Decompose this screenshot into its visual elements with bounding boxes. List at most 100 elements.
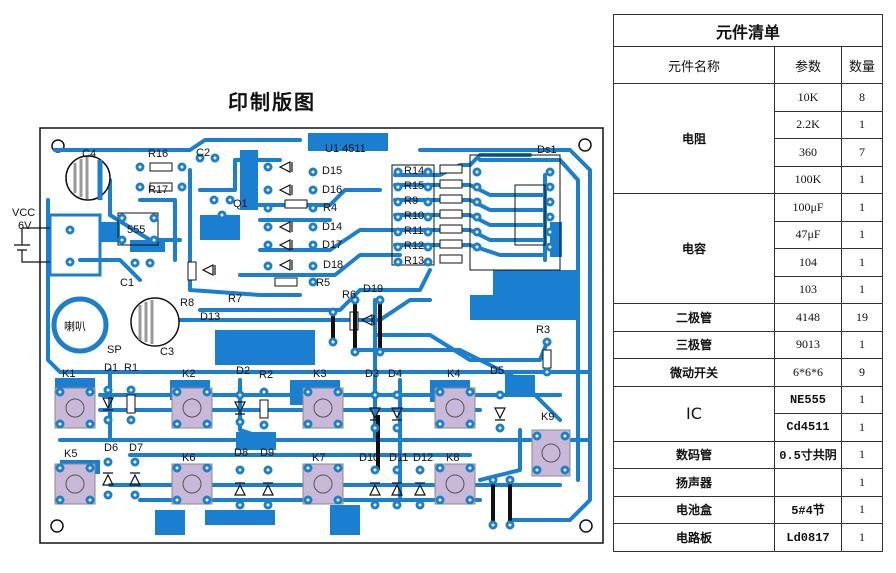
- component-label: C4: [82, 148, 96, 160]
- component-label: R11: [404, 225, 423, 237]
- speaker: [51, 296, 109, 354]
- bom-item-param: 2.2K: [774, 110, 842, 140]
- bom-item-name: 数码管: [613, 440, 775, 470]
- bom-item-param: 103: [774, 275, 842, 305]
- component-label: Ds1: [537, 144, 557, 156]
- bom-item-param: 6*6*6: [774, 358, 842, 387]
- vcc-label: VCC: [12, 207, 35, 219]
- bom-item-param: 104: [774, 248, 842, 277]
- mount-hole: [578, 138, 592, 152]
- bom-item-qty: 1: [841, 220, 883, 250]
- component-label: D14: [322, 221, 342, 233]
- component-label: D10: [359, 452, 379, 464]
- bom-header-row: 元件名称 参数 数量: [613, 46, 883, 84]
- bom-item-name: IC: [613, 385, 775, 442]
- battery-symbol: [14, 228, 50, 263]
- bom-item-name: 扬声器: [613, 468, 775, 497]
- bom-item-qty: 1: [841, 440, 883, 470]
- bom-item-name: 电池盒: [613, 495, 775, 525]
- component-label: D6: [104, 442, 118, 454]
- bom-item-param: 47μF: [774, 220, 842, 250]
- component-label: D4: [388, 368, 402, 380]
- bom-item-name: 电路板: [613, 523, 775, 552]
- component-label: D16: [322, 184, 342, 196]
- bom-item-name: 二极管: [613, 303, 775, 332]
- component-label: K2: [182, 368, 195, 380]
- component-label: R3: [536, 324, 550, 336]
- bom-item-name: 电阻: [613, 82, 775, 195]
- bom-item-param: 5#4节: [774, 495, 842, 525]
- component-label: R16: [148, 148, 168, 160]
- component-label: D17: [322, 239, 342, 251]
- component-label: K5: [64, 448, 77, 460]
- component-label: D1: [104, 362, 118, 374]
- component-label: D12: [413, 452, 433, 464]
- component-label: D19: [363, 283, 383, 295]
- component-label: C1: [120, 277, 134, 289]
- component-label: K9: [541, 411, 554, 423]
- component-label: D18: [323, 259, 343, 271]
- bom-item-qty: 9: [841, 358, 883, 387]
- mount-hole: [50, 519, 64, 533]
- component-label: D11: [389, 452, 408, 464]
- component-label: R2: [259, 369, 273, 381]
- header-name: 元件名称: [613, 46, 775, 84]
- bom-item-qty: 7: [841, 138, 883, 167]
- bom-item-param: 100μF: [774, 193, 842, 222]
- bom-item-qty: 19: [841, 303, 883, 332]
- component-label: R6: [342, 289, 356, 301]
- capacitor-c3: [130, 297, 180, 347]
- component-label: 555: [127, 224, 145, 236]
- component-label: K4: [447, 368, 460, 380]
- component-label: R13: [404, 255, 424, 267]
- component-label: D2: [236, 365, 250, 377]
- bom-item-qty: 1: [841, 330, 883, 360]
- bom-item-name: 电容: [613, 193, 775, 305]
- bom-item-qty: 1: [841, 165, 883, 195]
- ic-555-outline: [117, 212, 159, 246]
- bom-item-param: 9013: [774, 330, 842, 360]
- bom-item-param: 10K: [774, 83, 842, 112]
- bom-item-qty: 1: [841, 110, 883, 140]
- component-label: Q1: [233, 198, 248, 210]
- component-label: R1: [124, 362, 138, 374]
- bom-item-qty: 1: [841, 385, 883, 415]
- component-label: D8: [234, 447, 248, 459]
- bom-item-name: 微动开关: [613, 358, 775, 387]
- bom-item-param: 100K: [774, 165, 842, 195]
- component-label: C3: [160, 346, 174, 358]
- header-param: 参数: [774, 46, 842, 84]
- bom-item-param: [774, 468, 842, 497]
- component-label: D13: [200, 311, 220, 323]
- bom-item-param: Ld0817: [774, 523, 842, 552]
- bom-item-qty: 8: [841, 83, 883, 112]
- bom-item-qty: 1: [841, 275, 883, 305]
- mount-hole: [579, 519, 593, 533]
- component-label: SP: [107, 344, 122, 356]
- bom-item-param: NE555: [774, 385, 842, 415]
- component-label: R5: [316, 277, 330, 289]
- bom-item-qty: 1: [841, 523, 883, 552]
- component-label: K6: [182, 452, 195, 464]
- component-label: R4: [323, 202, 337, 214]
- component-label: R12: [404, 240, 424, 252]
- component-label: R17: [148, 184, 168, 196]
- bom-title: 元件清单: [613, 14, 883, 47]
- component-label: K8: [446, 452, 459, 464]
